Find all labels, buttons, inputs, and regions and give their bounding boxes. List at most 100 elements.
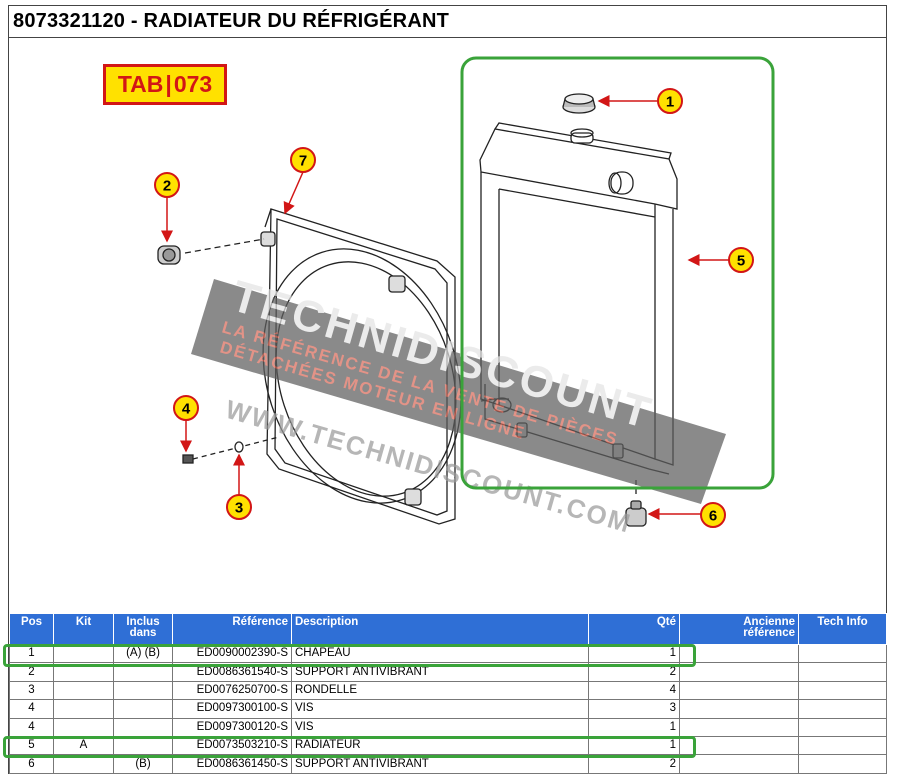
callout-2: 2: [154, 172, 180, 198]
fan-shroud-drawing: [260, 208, 462, 525]
header-kit[interactable]: Kit: [53, 613, 114, 645]
cell-inclus: [113, 717, 173, 737]
callout-3-label: 3: [235, 500, 243, 517]
callout-leaders: [161, 95, 729, 520]
header-inclus-line2: dans: [129, 627, 157, 639]
callout-4-label: 4: [182, 401, 191, 418]
cell-pos: 4: [9, 699, 54, 719]
callout-1: 1: [657, 88, 683, 114]
cell-inclus: [113, 662, 173, 682]
cell-inclus: (B): [113, 754, 173, 774]
cell-ancienne: [679, 643, 799, 664]
header-ancienne[interactable]: Ancienne référence: [679, 613, 799, 645]
watermark: TECHNIDISCOUNT LA RÉFÉRENCE DE LA VENTE …: [191, 272, 726, 539]
cell-qte: 2: [588, 662, 680, 682]
cell-ancienne: [679, 735, 799, 756]
cell-reference: ED0086361540-S: [172, 662, 292, 682]
screw-washer-drawing: [182, 436, 280, 464]
cell-pos: 2: [9, 662, 54, 682]
header-description[interactable]: Description: [291, 613, 589, 645]
cell-qte: 1: [588, 735, 680, 756]
cell-reference: ED0073503210-S: [172, 735, 292, 756]
cell-reference: ED0076250700-S: [172, 680, 292, 701]
cell-ancienne: [679, 717, 799, 737]
cell-description: SUPPORT ANTIVIBRANT: [291, 754, 589, 774]
cell-inclus: [113, 699, 173, 719]
cell-ancienne: [679, 680, 799, 701]
header-tech-info[interactable]: Tech Info: [798, 613, 887, 645]
cell-pos: 4: [9, 717, 54, 737]
tab-badge-left: TAB: [117, 71, 164, 97]
cell-pos: 6: [9, 754, 54, 774]
cell-pos: 1: [9, 643, 54, 664]
cell-tech: [798, 680, 887, 701]
cell-reference: ED0097300100-S: [172, 699, 292, 719]
radiator-cap-drawing: [562, 93, 596, 114]
callout-4: 4: [173, 395, 199, 421]
callout-2-label: 2: [163, 178, 171, 195]
cell-description: CHAPEAU: [291, 643, 589, 664]
cell-qte: 4: [588, 680, 680, 701]
header-pos[interactable]: Pos: [9, 613, 54, 645]
cell-kit: [53, 662, 114, 682]
cell-qte: 1: [588, 717, 680, 737]
header-inclus[interactable]: Inclus dans: [113, 613, 173, 645]
cell-description: VIS: [291, 717, 589, 737]
cell-kit: [53, 717, 114, 737]
cell-ancienne: [679, 754, 799, 774]
cell-description: RONDELLE: [291, 680, 589, 701]
cell-inclus: [113, 680, 173, 701]
cell-tech: [798, 699, 887, 719]
anti-vibration-mount-2-drawing: [157, 238, 265, 265]
cell-description: SUPPORT ANTIVIBRANT: [291, 662, 589, 682]
radiator-highlight: [460, 56, 775, 490]
cell-qte: 1: [588, 643, 680, 664]
title-bar: 8073321120 - RADIATEUR DU RÉFRIGÉRANT: [9, 6, 886, 38]
cell-kit: [53, 680, 114, 701]
table-header-row: Pos Kit Inclus dans Référence Descriptio…: [9, 613, 887, 645]
cell-description: VIS: [291, 699, 589, 719]
cell-reference: ED0090002390-S: [172, 643, 292, 664]
cell-kit: A: [53, 735, 114, 756]
cell-tech: [798, 717, 887, 737]
cell-ancienne: [679, 662, 799, 682]
cell-inclus: (A) (B): [113, 643, 173, 664]
anti-vibration-mount-6-drawing: [625, 479, 647, 527]
catalog-page: 8073321120 - RADIATEUR DU RÉFRIGÉRANT TA…: [3, 5, 887, 774]
header-qte[interactable]: Qté: [588, 613, 680, 645]
cell-tech: [798, 735, 887, 756]
callout-5: 5: [728, 247, 754, 273]
cell-reference: ED0097300120-S: [172, 717, 292, 737]
exploded-diagram: TAB | 073: [9, 39, 886, 612]
header-ancienne-line1: Ancienne: [743, 616, 795, 628]
tab-badge: TAB | 073: [103, 64, 227, 105]
cell-kit: [53, 699, 114, 719]
page-title: 8073321120 - RADIATEUR DU RÉFRIGÉRANT: [13, 10, 450, 32]
parts-table: Pos Kit Inclus dans Référence Descriptio…: [9, 613, 887, 774]
cell-pos: 3: [9, 680, 54, 701]
callout-3: 3: [226, 494, 252, 520]
header-reference[interactable]: Référence: [172, 613, 292, 645]
tab-badge-separator: |: [165, 71, 172, 97]
cell-ancienne: [679, 699, 799, 719]
cell-kit: [53, 754, 114, 774]
cell-pos: 5: [9, 735, 54, 756]
cell-inclus: [113, 735, 173, 756]
cell-kit: [53, 643, 114, 664]
diagram-drawing: TECHNIDISCOUNT LA RÉFÉRENCE DE LA VENTE …: [154, 56, 775, 539]
callout-6: 6: [700, 502, 726, 528]
header-ancienne-line2: référence: [743, 627, 795, 639]
cell-tech: [798, 662, 887, 682]
tab-badge-right: 073: [173, 71, 213, 97]
callout-7-label: 7: [299, 153, 307, 170]
cell-qte: 3: [588, 699, 680, 719]
cell-tech: [798, 754, 887, 774]
